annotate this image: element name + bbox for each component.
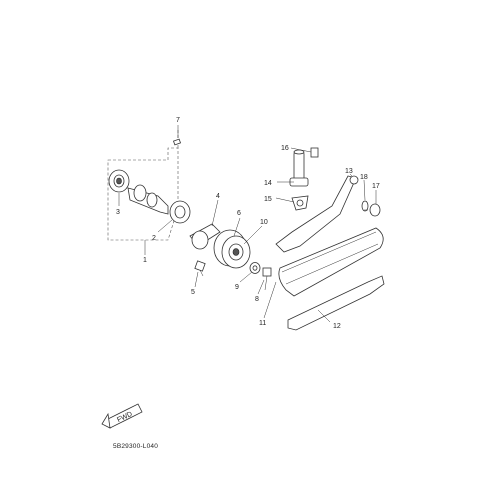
part-8-bolt	[262, 267, 272, 291]
callout-2: 2	[152, 235, 156, 242]
part-13-tensioner-guide	[275, 175, 359, 253]
fwd-label: FWD	[116, 411, 133, 424]
leader-lines	[118, 125, 377, 323]
callout-10: 10	[260, 219, 268, 226]
callouts: 7 3 2 1 4 5 6 10 9 8 11 12 13 14 15 16 1…	[116, 117, 380, 330]
callout-6: 6	[237, 210, 241, 217]
callout-4: 4	[216, 193, 220, 200]
part-9-washer	[249, 262, 261, 274]
part-18-washer	[361, 200, 369, 212]
part-7-dowel-pin	[172, 138, 182, 146]
part-5-bolt	[194, 260, 206, 277]
callout-3: 3	[116, 209, 120, 216]
callout-18: 18	[360, 174, 368, 181]
callout-13: 13	[345, 168, 353, 175]
callout-12: 12	[333, 323, 341, 330]
callout-14: 14	[264, 180, 272, 187]
callout-8: 8	[255, 296, 259, 303]
callout-7: 7	[176, 117, 180, 124]
part-6-cam-sprocket	[213, 229, 251, 269]
part-16-bolt	[310, 147, 319, 158]
callout-15: 15	[264, 196, 272, 203]
part-3-bearing	[108, 169, 130, 193]
part-11-cam-chain	[278, 227, 384, 297]
reference-code: 5B29300-L040	[113, 443, 159, 450]
callout-17: 17	[372, 183, 380, 190]
part-12-chain-guide	[287, 275, 385, 331]
part-17-bolt	[364, 203, 381, 217]
callout-16: 16	[281, 145, 289, 152]
fwd-arrow-badge: FWD	[101, 403, 143, 429]
callout-5: 5	[191, 289, 195, 296]
part-14-chain-tensioner	[289, 149, 309, 187]
part-2-camshaft	[127, 184, 191, 224]
callout-1: 1	[143, 257, 147, 264]
part-4-plate	[189, 223, 221, 250]
callout-11: 11	[259, 320, 266, 327]
part-15-gasket	[291, 195, 309, 211]
callout-9: 9	[235, 284, 239, 291]
